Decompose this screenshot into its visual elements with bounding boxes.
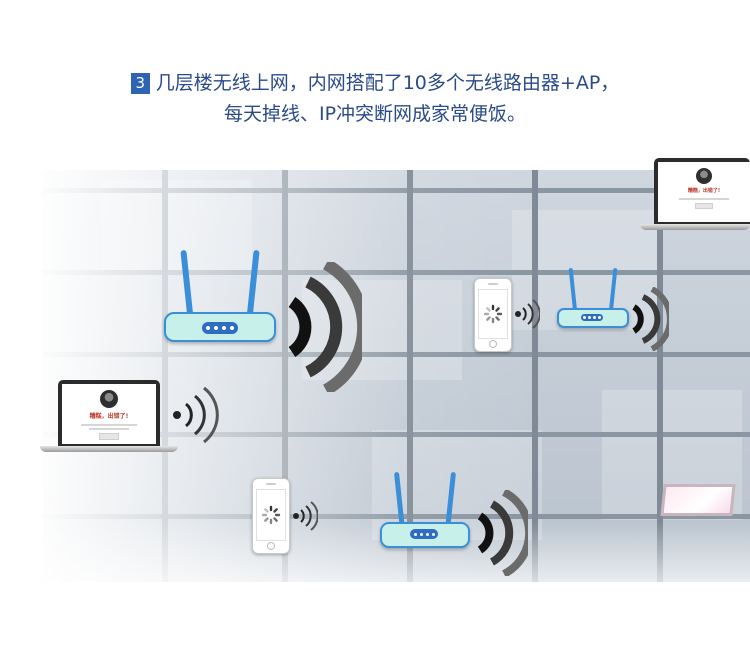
phone-home-button bbox=[489, 340, 497, 348]
phone-screen bbox=[256, 489, 286, 541]
wifi-signal-icon bbox=[293, 501, 318, 531]
avatar bbox=[696, 168, 712, 184]
smartphone-icon bbox=[252, 478, 290, 554]
presentation-board bbox=[660, 484, 736, 516]
laptop-display: 糟糕，出错了! bbox=[62, 384, 156, 444]
headline-number-badge: 3 bbox=[130, 73, 150, 94]
router-led-bar bbox=[410, 529, 438, 539]
router-antenna bbox=[180, 249, 194, 321]
phone-screen bbox=[478, 289, 508, 339]
laptop-icon: 糟糕，出错了! bbox=[640, 158, 750, 234]
loading-spinner-icon bbox=[483, 304, 503, 324]
router-antenna bbox=[246, 249, 260, 321]
error-message: 糟糕，出错了! bbox=[687, 188, 721, 194]
text-line bbox=[679, 198, 729, 200]
wifi-signal-icon bbox=[288, 262, 362, 392]
error-message: 糟糕，出错了! bbox=[89, 413, 129, 420]
laptop-display: 糟糕，出错了! bbox=[658, 162, 750, 222]
wifi-router-icon bbox=[380, 471, 470, 548]
avatar bbox=[100, 390, 118, 408]
wifi-router-icon bbox=[164, 249, 276, 342]
text-line bbox=[81, 424, 137, 426]
scene-left-fade bbox=[42, 170, 750, 582]
dialog-button bbox=[99, 433, 119, 440]
phone-home-button bbox=[267, 542, 275, 550]
router-led-bar bbox=[581, 314, 603, 321]
phone-speaker bbox=[488, 283, 498, 285]
text-line bbox=[89, 428, 129, 430]
dialog-button bbox=[695, 203, 713, 209]
laptop-base bbox=[640, 224, 750, 230]
laptop-icon: 糟糕，出错了! bbox=[40, 380, 178, 454]
router-body bbox=[380, 522, 470, 548]
headline-line-2: 每天掉线、IP冲突断网成家常便饭。 bbox=[223, 103, 527, 125]
wifi-signal-icon bbox=[477, 490, 528, 576]
router-led-bar bbox=[202, 322, 238, 334]
laptop-base bbox=[40, 446, 178, 452]
smartphone-icon bbox=[474, 278, 512, 352]
loading-spinner-icon bbox=[261, 505, 281, 525]
wifi-signal-icon bbox=[632, 287, 669, 351]
phone-speaker bbox=[266, 483, 276, 485]
wifi-router-icon bbox=[557, 267, 629, 328]
headline-line-1-text: 几层楼无线上网，内网搭配了10多个无线路由器+AP， bbox=[155, 72, 620, 94]
wifi-signal-icon bbox=[173, 386, 219, 444]
wifi-signal-icon bbox=[515, 299, 540, 329]
